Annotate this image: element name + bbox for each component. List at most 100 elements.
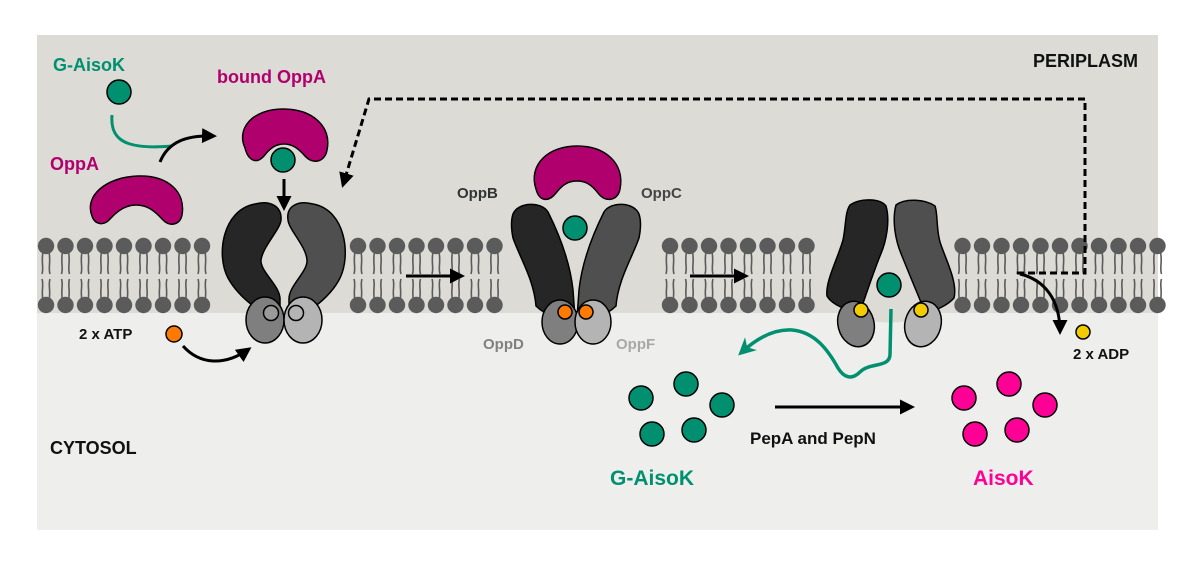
oppF-nbd-2 — [574, 299, 612, 345]
lipid — [798, 237, 815, 314]
aisok-label: AisoK — [973, 467, 1034, 490]
oppA-bound-label: bound OppA — [217, 67, 326, 87]
lipid — [681, 237, 698, 314]
nbd-site-empty-right — [287, 304, 305, 322]
cytosol-region — [37, 313, 1158, 530]
lipid-head — [57, 296, 74, 314]
lipid — [447, 237, 464, 314]
transporter-3 — [826, 199, 956, 348]
lipid — [408, 237, 425, 314]
lipid-head — [1129, 237, 1147, 255]
lipid-bilayer — [37, 237, 1166, 314]
lipid-head — [973, 237, 991, 255]
lipid — [973, 237, 991, 314]
oppC-label: OppC — [641, 185, 682, 202]
lipid — [1032, 237, 1049, 314]
lipid — [37, 237, 55, 314]
aisok-cluster — [951, 371, 1058, 447]
aisok-molecule — [996, 371, 1022, 397]
adp-release-arrow — [1019, 272, 1068, 335]
lipid-head — [115, 237, 133, 255]
adp-bound-right — [913, 302, 929, 318]
lipid — [1012, 237, 1030, 314]
oppF-nbd-1 — [283, 296, 323, 344]
lipid-head — [798, 296, 815, 314]
g-aisok-label-cytosol: G-AisoK — [610, 467, 694, 490]
lipid-head — [993, 237, 1010, 255]
binding-arrow — [158, 128, 217, 163]
oppB-label: OppB — [457, 185, 498, 202]
lipid — [486, 237, 503, 314]
lipid-head — [1032, 237, 1049, 255]
lipid-head — [954, 296, 971, 314]
lipid — [76, 237, 94, 314]
lipid — [778, 237, 796, 314]
lipid-head — [486, 296, 503, 314]
lipid-head — [466, 296, 484, 314]
aisok-molecule — [951, 385, 977, 411]
lipid-head — [349, 237, 367, 255]
atp-label: 2 x ATP — [79, 326, 132, 343]
g-aisok-molecule — [106, 79, 132, 105]
adp-molecule — [1075, 324, 1091, 340]
g-aisok-molecule — [639, 421, 665, 447]
lipid — [174, 237, 191, 314]
g-aisok-in-transporter — [562, 215, 588, 241]
oppC-tmd-1 — [287, 202, 346, 321]
periplasm-label: PERIPLASM — [1033, 51, 1138, 71]
lipid-head — [720, 237, 737, 255]
nbd-site-empty-left — [262, 304, 280, 322]
g-aisok-molecule — [681, 417, 707, 443]
lipid-head — [408, 237, 425, 255]
adp-label: 2 x ADP — [1073, 346, 1129, 363]
lipid-head — [174, 237, 191, 255]
transporter-1 — [221, 202, 346, 344]
lipid-head — [154, 296, 172, 314]
lipid-head — [778, 296, 796, 314]
lipid — [388, 237, 406, 314]
lipid-head — [57, 237, 74, 255]
oppA-bound — [241, 108, 329, 162]
lipid-head — [739, 296, 757, 314]
lipid-head — [486, 237, 503, 255]
lipid — [661, 237, 679, 314]
lipid — [466, 237, 484, 314]
lipid-head — [954, 237, 971, 255]
lipid-head — [466, 237, 484, 255]
lipid-head — [349, 296, 367, 314]
atp-molecule — [165, 325, 183, 343]
lipid-head — [193, 237, 211, 255]
oppC-tmd-3 — [893, 199, 956, 313]
g-aisok-cluster — [628, 371, 735, 447]
g-aisok-molecule — [673, 371, 699, 397]
lipid-head — [759, 296, 776, 314]
lipid-head — [973, 296, 991, 314]
lipid-head — [76, 296, 94, 314]
lipid-head — [700, 237, 718, 255]
aisok-molecule — [1032, 392, 1058, 418]
lipid-head — [700, 296, 718, 314]
lipid-head — [135, 296, 152, 314]
lipid-head — [408, 296, 425, 314]
lipid-head — [1012, 237, 1030, 255]
lipid-head — [681, 296, 698, 314]
enzymes-label: PepA and PepN — [750, 429, 876, 448]
lipid-head — [96, 237, 113, 255]
atp-binding-arrow — [181, 344, 252, 363]
lipid — [369, 237, 386, 314]
lipid-head — [115, 296, 133, 314]
lipid-head — [720, 296, 737, 314]
g-aisok-molecule — [709, 392, 735, 418]
lipid-head — [681, 237, 698, 255]
lipid — [1051, 237, 1069, 314]
oppD-label: OppD — [483, 336, 524, 353]
substrate-path-line — [110, 114, 173, 149]
lipid — [1090, 237, 1108, 314]
lipid-head — [388, 237, 406, 255]
lipid — [154, 237, 172, 314]
g-aisok-label-top: G-AisoK — [53, 55, 125, 75]
aisok-molecule — [962, 421, 988, 447]
lipid-head — [369, 237, 386, 255]
oppA-recycle-path — [339, 97, 1087, 275]
